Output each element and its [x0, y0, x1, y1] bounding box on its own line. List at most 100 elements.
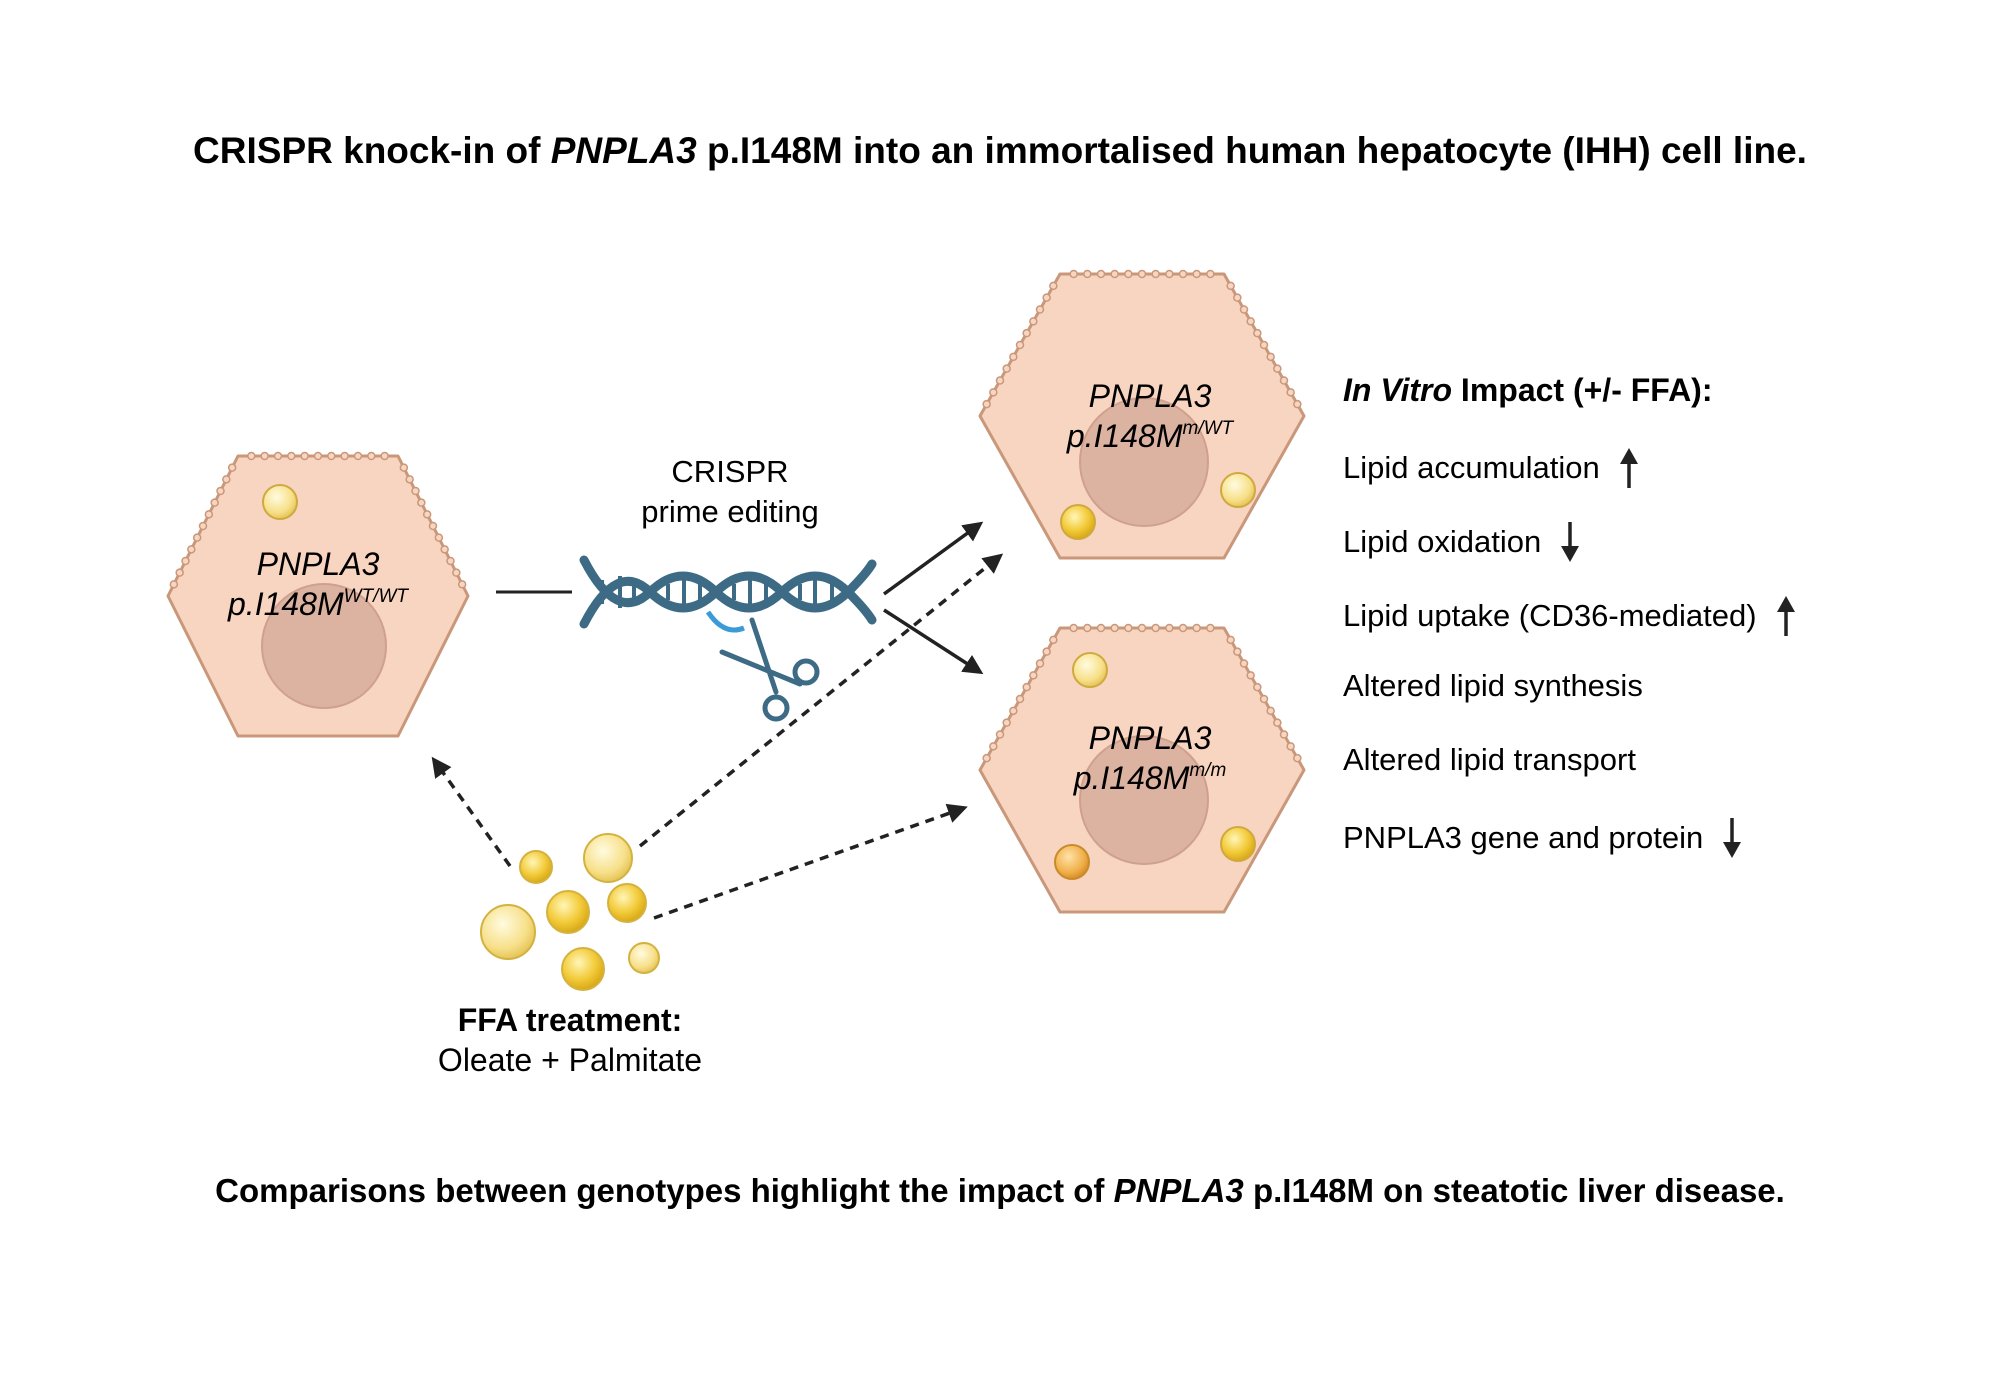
- impact-title: In Vitro Impact (+/- FFA):: [1343, 372, 1712, 409]
- membrane-bump: [260, 451, 269, 461]
- membrane-bump: [1151, 623, 1160, 633]
- membrane-bump: [1293, 753, 1302, 763]
- cell-variant: p.I148MWT/WT: [228, 586, 408, 622]
- label-m-wt: PNPLA3 p.I148Mm/WT: [1020, 376, 1280, 456]
- impact-item-label: Lipid accumulation: [1343, 450, 1600, 485]
- nucleus: [261, 583, 387, 709]
- membrane-bump: [1009, 706, 1018, 716]
- ffa-droplets: [480, 833, 660, 991]
- impact-title-rest: Impact (+/- FFA):: [1452, 372, 1713, 408]
- lipid-droplet: [1220, 472, 1256, 508]
- membrane-bump: [422, 510, 432, 519]
- arrow-down-icon: [1561, 522, 1580, 562]
- membrane-bump: [273, 451, 283, 461]
- membrane-bump: [169, 580, 179, 589]
- membrane-bump: [1015, 694, 1025, 704]
- ffa-arrow-hom: [653, 803, 968, 920]
- membrane-bump: [1009, 352, 1018, 362]
- membrane-bump: [1178, 623, 1188, 633]
- membrane-bump: [1178, 269, 1188, 279]
- footer-text: Comparisons between genotypes highlight …: [215, 1172, 1114, 1209]
- label-wt-wt: PNPLA3 p.I148MWT/WT: [198, 544, 438, 624]
- membrane-bump: [1124, 623, 1133, 633]
- membrane-bump: [1226, 635, 1235, 645]
- crispr-line2: prime editing: [641, 494, 819, 529]
- lipid-droplet: [1072, 652, 1108, 688]
- impact-item: Altered lipid transport: [1343, 742, 1636, 778]
- title-text-end: p.I148M into an immortalised human hepat…: [696, 130, 1807, 171]
- cell-genotype: m/WT: [1182, 418, 1234, 439]
- membrane-bump: [1015, 340, 1025, 350]
- membrane-bump: [434, 533, 444, 542]
- cell-variant: p.I148Mm/m: [1073, 760, 1227, 796]
- membrane-bump: [1192, 269, 1201, 279]
- membrane-bump: [1226, 281, 1235, 291]
- membrane-bump: [1069, 269, 1078, 279]
- membrane-bump: [417, 498, 426, 507]
- membrane-bump: [982, 753, 991, 763]
- membrane-bump: [204, 510, 214, 519]
- ffa-heading: FFA treatment:: [457, 1002, 683, 1038]
- membrane-bump: [1286, 388, 1295, 397]
- membrane-bump: [1266, 706, 1275, 716]
- membrane-bump: [1165, 269, 1174, 279]
- membrane-bump: [1137, 623, 1147, 633]
- membrane-bump: [1246, 317, 1255, 326]
- membrane-bump: [181, 556, 190, 566]
- ffa-arrow-wt: [431, 756, 512, 868]
- dna-helix-icon: [579, 555, 877, 633]
- membrane-bump: [1096, 269, 1106, 279]
- page-title: CRISPR knock-in of PNPLA3 p.I148M into a…: [150, 128, 1850, 174]
- impact-item-label: Lipid uptake (CD36-mediated): [1343, 598, 1757, 633]
- membrane-bump: [192, 533, 202, 542]
- membrane-bump: [1253, 682, 1262, 692]
- membrane-bump: [1246, 671, 1255, 680]
- membrane-bump: [446, 556, 455, 566]
- membrane-bump: [1206, 269, 1215, 279]
- membrane-bump: [1259, 694, 1269, 704]
- lipid-droplet: [262, 484, 298, 520]
- crispr-label: CRISPR prime editing: [580, 452, 880, 532]
- membrane-bump: [1083, 623, 1092, 633]
- impact-item: Lipid accumulation: [1343, 446, 1640, 490]
- impact-item: PNPLA3 gene and protein: [1343, 816, 1743, 860]
- membrane-bump: [1124, 269, 1133, 279]
- membrane-bump: [1273, 718, 1282, 727]
- nucleus: [1079, 397, 1209, 527]
- membrane-bump: [1022, 682, 1031, 692]
- cell-m-wt: [978, 269, 1306, 560]
- membrane-bump: [452, 568, 461, 577]
- membrane-bump: [1022, 328, 1031, 338]
- impact-item-label: Lipid oxidation: [1343, 524, 1542, 559]
- membrane-bump: [227, 463, 237, 472]
- impact-item: Lipid oxidation: [1343, 520, 1581, 564]
- membrane-bump: [1266, 352, 1275, 362]
- membrane-bump: [1083, 269, 1092, 279]
- membrane-bump: [327, 451, 336, 461]
- membrane-bump: [1042, 647, 1051, 656]
- membrane-bump: [1286, 742, 1295, 751]
- membrane-bump: [1035, 305, 1045, 314]
- membrane-bump: [1069, 623, 1078, 633]
- membrane-bump: [982, 399, 991, 409]
- membrane-bump: [175, 568, 184, 577]
- membrane-bump: [1137, 269, 1147, 279]
- impact-item-label: Altered lipid synthesis: [1343, 668, 1643, 703]
- membrane-bump: [1233, 293, 1242, 302]
- membrane-bump: [187, 545, 196, 554]
- cell-variant: p.I148Mm/WT: [1066, 418, 1234, 454]
- membrane-bump: [340, 451, 349, 461]
- membrane-bump: [989, 388, 998, 397]
- membrane-bump: [1253, 328, 1262, 338]
- title-gene: PNPLA3: [550, 130, 697, 171]
- cell-gene: PNPLA3: [1088, 720, 1212, 756]
- membrane-bump: [1042, 293, 1051, 302]
- membrane-bump: [353, 451, 363, 461]
- crispr-line1: CRISPR: [671, 454, 789, 489]
- lipid-droplet: [1220, 826, 1256, 862]
- membrane-bump: [428, 521, 438, 531]
- guide-rna: [705, 610, 745, 633]
- membrane-bump: [1029, 671, 1038, 680]
- membrane-bump: [411, 486, 420, 496]
